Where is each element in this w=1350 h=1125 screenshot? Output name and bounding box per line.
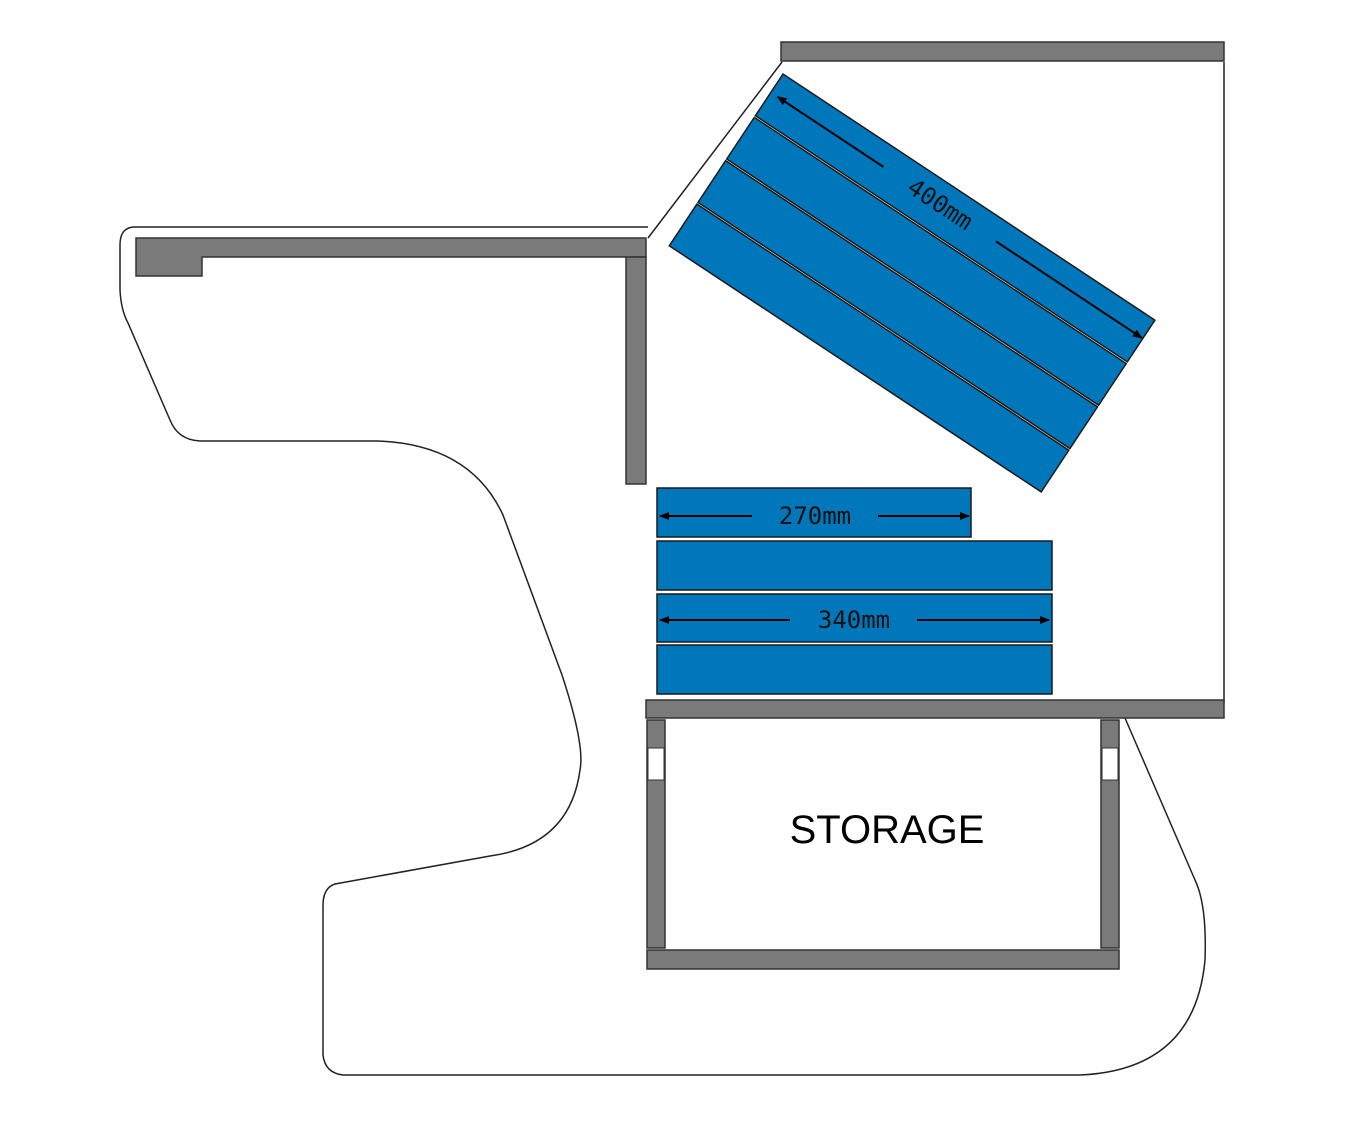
long-board — [656, 540, 1053, 591]
storage-label: STORAGE — [790, 808, 985, 852]
long-board — [656, 644, 1053, 695]
left-divider-panel — [625, 256, 647, 485]
long-board — [656, 593, 1053, 643]
dimension-arrow-400-right — [995, 240, 1143, 339]
short-board — [656, 487, 972, 538]
tilted-board — [696, 159, 1099, 450]
dimension-label-270mm: 270mm — [779, 502, 851, 530]
tilted-board — [754, 72, 1156, 363]
tilted-board — [725, 116, 1128, 407]
middle-shelf-panel — [645, 699, 1225, 719]
tilted-board — [668, 203, 1070, 493]
flat-board-stack: 270mm 340mm — [656, 487, 1053, 695]
storage-left-hinge — [647, 747, 665, 781]
cabinet-walls — [135, 41, 1225, 970]
storage-right-hinge — [1101, 747, 1119, 781]
left-top-shelf — [135, 237, 647, 277]
top-panel — [780, 41, 1225, 62]
left-body-outline — [119, 226, 1207, 1076]
dimension-arrow-400-left — [776, 95, 884, 168]
dimension-label-340mm: 340mm — [818, 606, 890, 634]
tilted-board-stack: 400mm — [668, 72, 1156, 493]
cabinet-outline — [119, 61, 1225, 1076]
storage-bottom-panel — [646, 949, 1120, 970]
diagonal-front-outline — [647, 61, 783, 239]
